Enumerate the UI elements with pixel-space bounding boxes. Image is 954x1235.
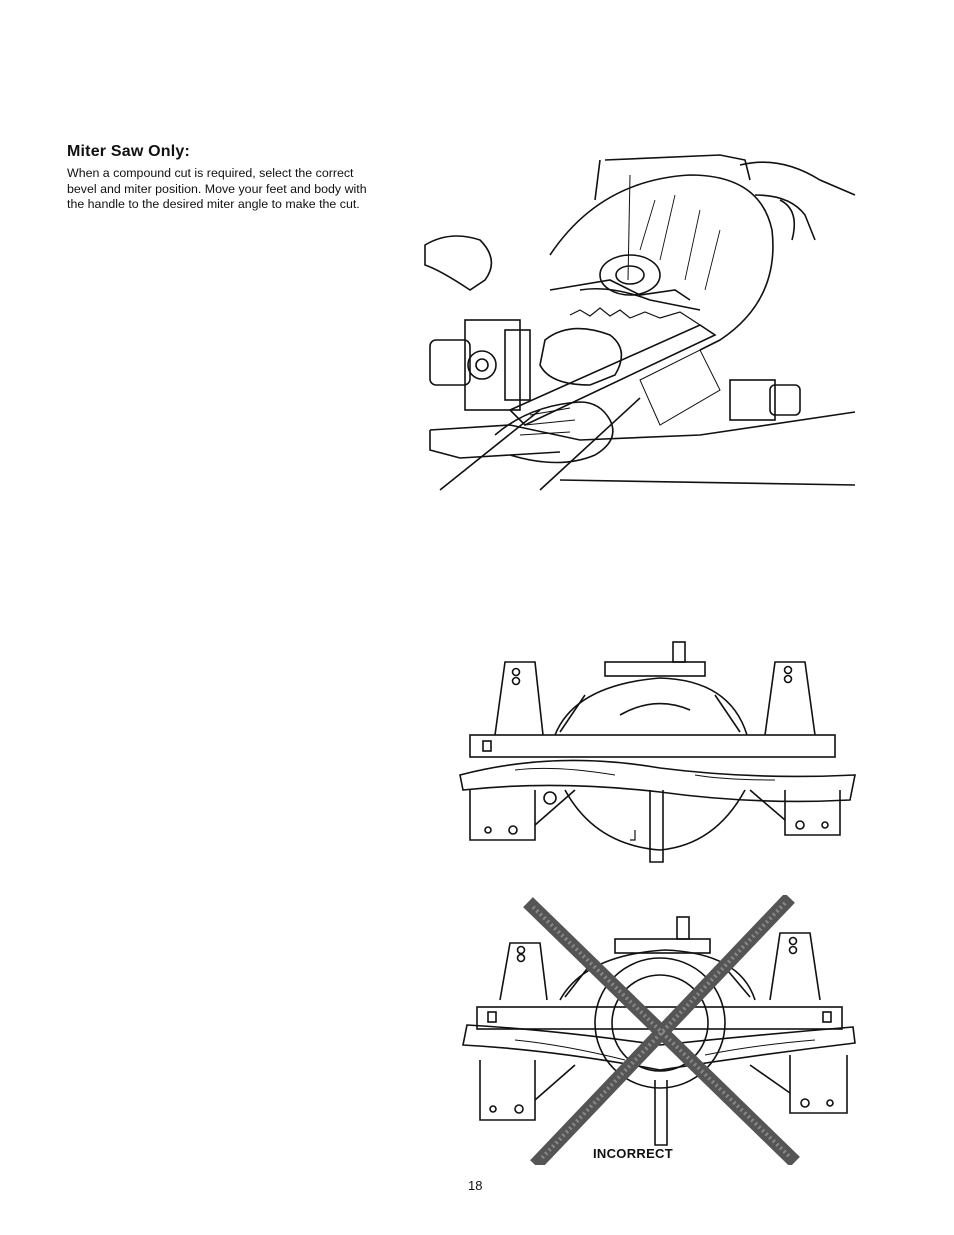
paragraph-line: the handle to the desired miter angle to…	[67, 197, 447, 213]
miter-saw-illustration	[400, 140, 860, 495]
instruction-paragraph: When a compound cut is required, select …	[67, 166, 447, 213]
incorrect-support-diagram	[455, 895, 865, 1165]
incorrect-caption: INCORRECT	[593, 1146, 673, 1161]
paragraph-line: When a compound cut is required, select …	[67, 166, 447, 182]
section-heading: Miter Saw Only:	[67, 143, 190, 161]
correct-support-diagram	[455, 640, 865, 865]
paragraph-line: bevel and miter position. Move your feet…	[67, 182, 447, 198]
page-number: 18	[468, 1178, 482, 1193]
